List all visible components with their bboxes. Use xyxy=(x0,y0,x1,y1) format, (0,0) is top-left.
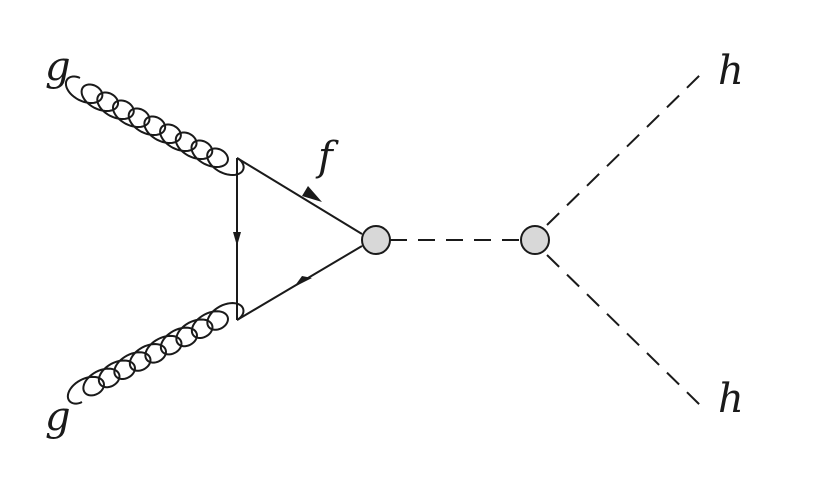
fermion-arrow-upper xyxy=(302,186,322,202)
fermion-arrow-left xyxy=(233,232,241,246)
gluon-line-bottom xyxy=(66,302,245,405)
fermion-arrow-lower xyxy=(294,276,312,287)
label-fermion: f xyxy=(315,134,339,180)
higgs-line-top xyxy=(546,74,701,226)
vertex-trilinear xyxy=(520,225,550,255)
label-gluon-top: g xyxy=(45,44,71,90)
label-higgs-bottom: h xyxy=(718,376,744,422)
label-higgs-top: h xyxy=(718,48,744,94)
fermion-line-upper xyxy=(236,157,363,235)
label-gluon-bottom: g xyxy=(45,394,71,440)
gluon-line-top xyxy=(64,75,245,177)
higgs-line-bottom xyxy=(546,254,701,406)
vertex-triangle xyxy=(361,225,391,255)
